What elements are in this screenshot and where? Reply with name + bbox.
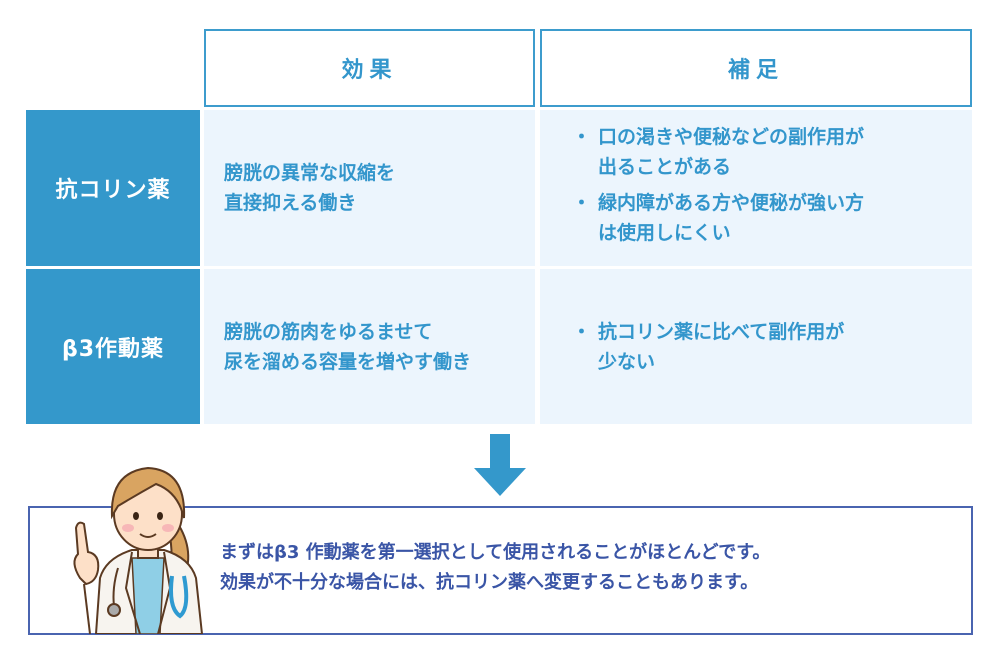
note-item: 緑内障がある方や便秘が強い方 は使用しにくい bbox=[572, 188, 865, 248]
effect-line: 直接抑える働き bbox=[224, 192, 357, 214]
header-notes-label: 補足 bbox=[727, 58, 784, 83]
header-notes: 補足 bbox=[540, 29, 972, 107]
effect-line: 膀胱の筋肉をゆるませて bbox=[224, 320, 433, 343]
row-label-text: β3作動薬 bbox=[61, 336, 165, 362]
summary-line: 効果が不十分な場合には、抗コリン薬へ変更することもあります。 bbox=[220, 572, 759, 593]
note-line: 抗コリン薬に比べて副作用が bbox=[598, 320, 845, 343]
row-label-beta3: β3作動薬 bbox=[26, 269, 200, 424]
row-label-anticholinergic: 抗コリン薬 bbox=[26, 110, 200, 266]
note-line: 口の渇きや便秘などの副作用が bbox=[598, 126, 865, 148]
note-line: 少ない bbox=[598, 350, 656, 373]
note-line: は使用しにくい bbox=[598, 222, 731, 244]
effect-cell-anticholinergic: 膀胱の異常な収縮を 直接抑える働き bbox=[204, 110, 535, 266]
row-label-text: 抗コリン薬 bbox=[55, 178, 171, 203]
header-effect: 効果 bbox=[204, 29, 535, 107]
effect-line: 尿を溜める容量を増やす働き bbox=[224, 350, 472, 373]
doctor-illustration bbox=[56, 458, 216, 635]
notes-list: 口の渇きや便秘などの副作用が 出ることがある 緑内障がある方や便秘が強い方 は使… bbox=[572, 122, 865, 254]
arrow-down-icon bbox=[472, 434, 528, 496]
note-line: 出ることがある bbox=[598, 156, 732, 178]
note-line: 緑内障がある方や便秘が強い方 bbox=[598, 192, 865, 214]
effect-line: 膀胱の異常な収縮を bbox=[224, 162, 396, 184]
effect-cell-beta3: 膀胱の筋肉をゆるませて 尿を溜める容量を増やす働き bbox=[204, 269, 535, 424]
notes-list: 抗コリン薬に比べて副作用が 少ない bbox=[572, 317, 845, 377]
summary-text: まずはβ3 作動薬を第一選択として使用されることがほとんどです。 効果が不十分な… bbox=[220, 538, 960, 598]
notes-cell-anticholinergic: 口の渇きや便秘などの副作用が 出ることがある 緑内障がある方や便秘が強い方 は使… bbox=[540, 110, 972, 266]
notes-cell-beta3: 抗コリン薬に比べて副作用が 少ない bbox=[540, 269, 972, 424]
note-item: 抗コリン薬に比べて副作用が 少ない bbox=[572, 317, 845, 377]
summary-line: まずはβ3 作動薬を第一選択として使用されることがほとんどです。 bbox=[220, 542, 771, 563]
note-item: 口の渇きや便秘などの副作用が 出ることがある bbox=[572, 122, 865, 182]
header-effect-label: 効果 bbox=[341, 58, 398, 83]
